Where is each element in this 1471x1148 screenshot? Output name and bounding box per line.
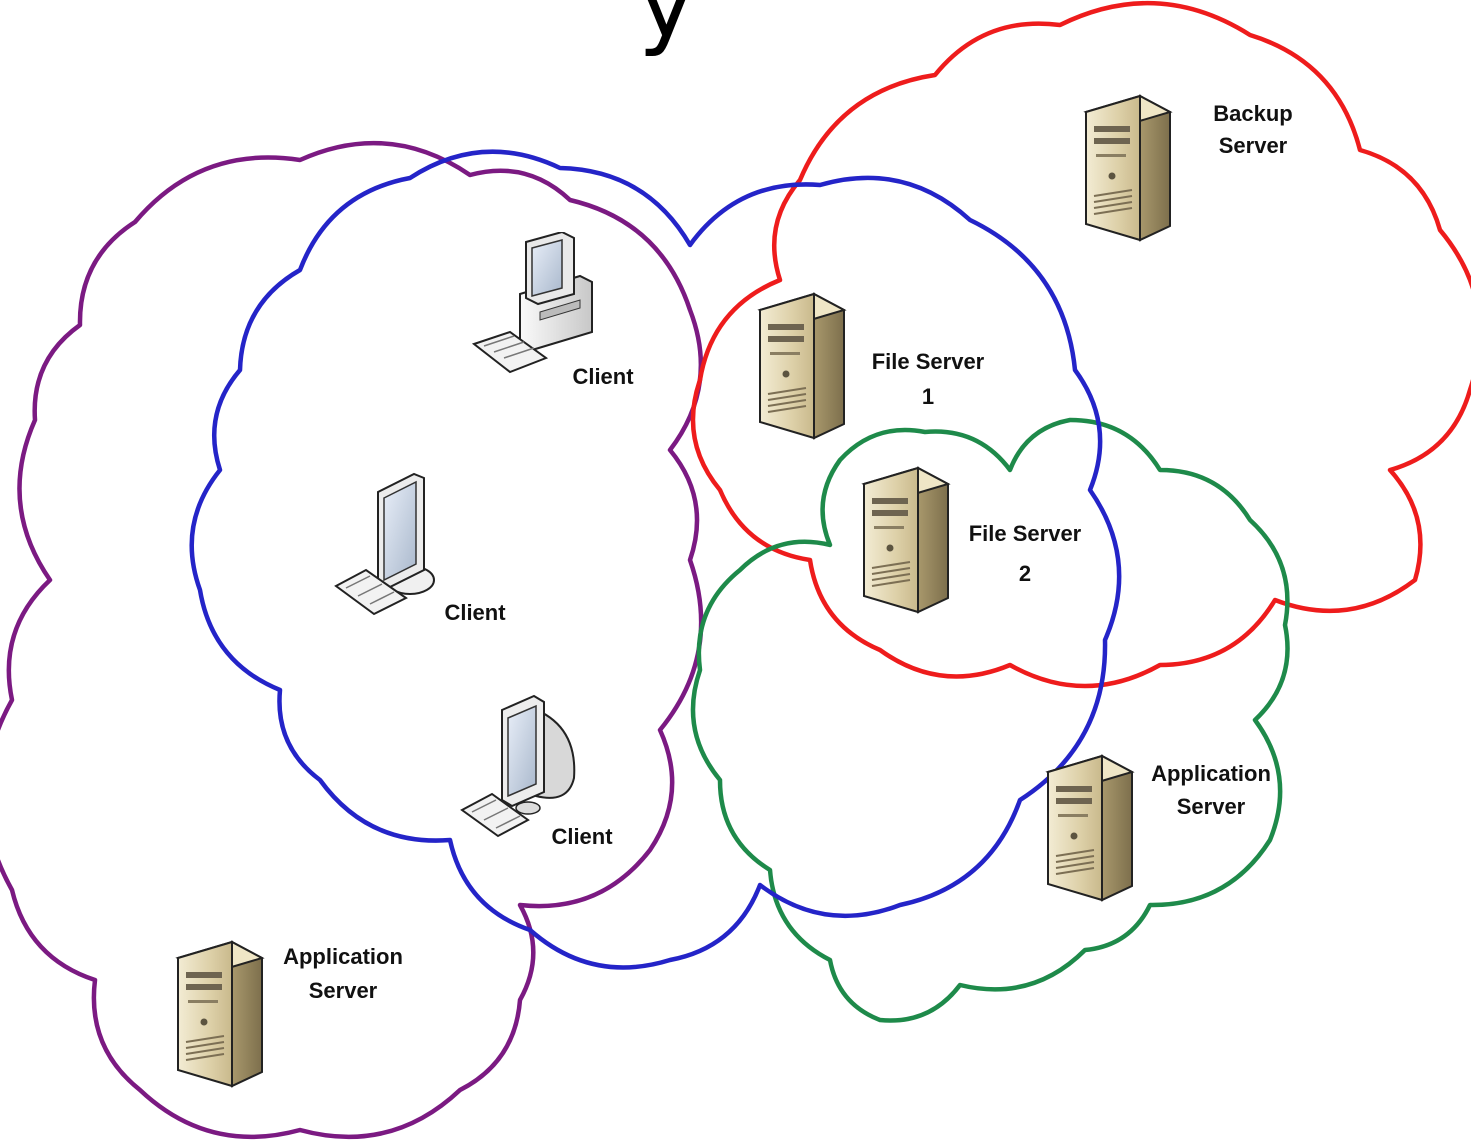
app-server-left-label-line2: Server: [309, 978, 378, 1003]
crt-monitor-computer-icon: [461, 695, 576, 837]
backup-server-label-line1: Backup: [1213, 101, 1292, 126]
red-cloud: [690, 0, 1471, 689]
title-fragment: y: [638, 0, 695, 59]
server-icon: [1047, 755, 1133, 901]
green-cloud: [690, 417, 1290, 1023]
flat-monitor-computer-icon: [335, 473, 435, 615]
app-server-right-label-line2: Server: [1177, 794, 1246, 819]
client-2-label: Client: [444, 600, 506, 625]
file-server-2[interactable]: File Server 2: [863, 467, 1082, 613]
file-server-2-label: File Server: [969, 521, 1082, 546]
client-1-label: Client: [572, 364, 634, 389]
client-3[interactable]: Client: [461, 695, 613, 849]
client-3-label: Client: [551, 824, 613, 849]
client-2[interactable]: Client: [335, 473, 506, 625]
server-icon: [177, 941, 263, 1087]
file-server-2-number: 2: [1019, 561, 1031, 586]
client-1[interactable]: Client: [473, 232, 634, 389]
application-server-left[interactable]: Application Server: [177, 941, 403, 1087]
application-server-right[interactable]: Application Server: [1047, 755, 1271, 901]
server-icon: [1085, 95, 1171, 241]
app-server-right-label-line1: Application: [1151, 761, 1271, 786]
file-server-1[interactable]: File Server 1: [759, 293, 985, 439]
backup-server-label-line2: Server: [1219, 133, 1288, 158]
backup-server[interactable]: Backup Server: [1085, 95, 1293, 241]
server-icon: [863, 467, 949, 613]
desktop-tower-icon: [473, 232, 593, 373]
file-server-1-label: File Server: [872, 349, 985, 374]
file-server-1-number: 1: [922, 384, 934, 409]
server-icon: [759, 293, 845, 439]
blue-cloud: [189, 149, 1122, 970]
app-server-left-label-line1: Application: [283, 944, 403, 969]
purple-cloud: [0, 140, 704, 1140]
